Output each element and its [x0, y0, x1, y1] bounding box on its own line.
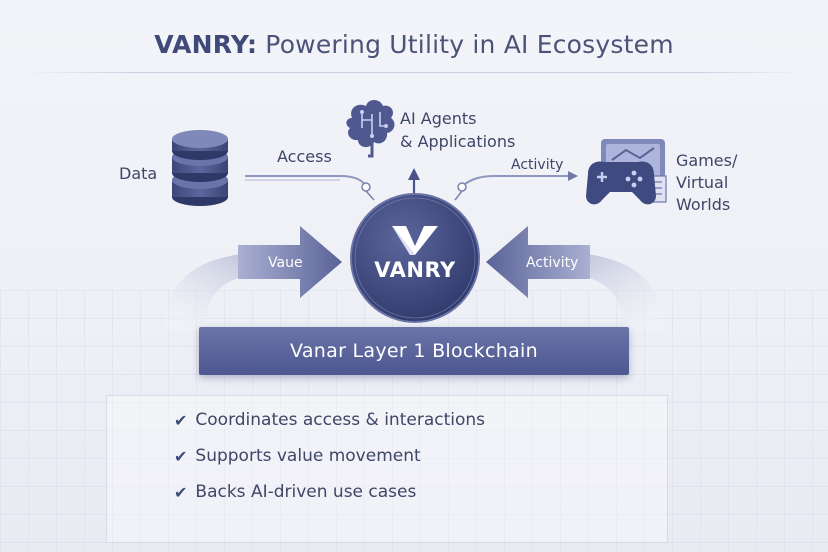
blockchain-label: Vanar Layer 1 Blockchain [290, 340, 538, 362]
game-controller-icon [586, 139, 667, 205]
hub-label: VANRY [374, 258, 456, 282]
ai-agents-label-1: AI Agents [400, 109, 477, 128]
bullet-item: ✔ Supports value movement [174, 446, 421, 466]
vanry-logo-icon [392, 226, 438, 255]
features-panel [106, 395, 668, 543]
check-icon: ✔ [174, 446, 188, 466]
activity-top-label: Activity [511, 157, 564, 173]
ai-agents-label-2: & Applications [400, 132, 516, 151]
page-title: VANRY: Powering Utility in AI Ecosystem [154, 30, 674, 59]
games-label-3: Worlds [676, 195, 731, 214]
bullet-item: ✔ Coordinates access & interactions [174, 410, 485, 430]
data-label: Data [119, 164, 158, 183]
activity-arrow [486, 226, 590, 298]
bullet-text: Supports value movement [195, 446, 421, 466]
check-icon: ✔ [174, 410, 188, 430]
access-line [245, 175, 367, 187]
vanry-hub [350, 193, 480, 323]
check-icon: ✔ [174, 482, 188, 502]
bullet-text: Coordinates access & interactions [195, 410, 486, 430]
bullet-item: ✔ Backs AI-driven use cases [174, 482, 416, 502]
activity-line [461, 175, 568, 187]
games-label-1: Games/ [676, 151, 738, 170]
games-label-2: Virtual [676, 173, 729, 192]
title-divider [24, 72, 806, 73]
blockchain-bar: Vanar Layer 1 Blockchain [199, 327, 629, 375]
value-label: Vaue [268, 255, 303, 271]
database-icon [172, 130, 228, 206]
ai-brain-icon [346, 100, 395, 158]
activity-side-label: Activity [526, 255, 579, 271]
access-label: Access [277, 147, 332, 166]
value-arrow [238, 226, 342, 298]
bullet-text: Backs AI-driven use cases [195, 482, 417, 502]
